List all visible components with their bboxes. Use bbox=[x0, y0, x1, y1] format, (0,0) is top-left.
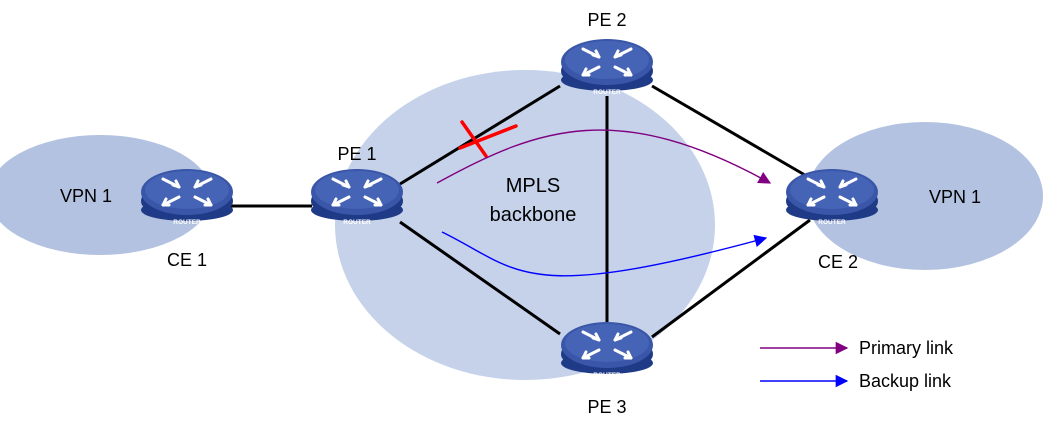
router-icon bbox=[559, 320, 655, 376]
backbone-label-line1: MPLS bbox=[506, 175, 560, 197]
vpn-cloud-left bbox=[0, 135, 212, 255]
vpn-label-right: VPN 1 bbox=[929, 187, 981, 207]
router-icon bbox=[139, 167, 235, 223]
router-pe3[interactable]: ROUTER bbox=[559, 320, 655, 379]
router-label-ce2: CE 2 bbox=[818, 252, 858, 272]
vpn-label-left: VPN 1 bbox=[60, 186, 112, 206]
router-badge: ROUTER bbox=[173, 219, 201, 226]
router-ce2[interactable]: ROUTER bbox=[784, 167, 880, 226]
router-icon bbox=[309, 167, 405, 223]
router-icon bbox=[784, 167, 880, 223]
link-pe3-ce2 bbox=[651, 218, 811, 339]
router-ce1[interactable]: ROUTER bbox=[139, 167, 235, 226]
router-label-ce1: CE 1 bbox=[167, 250, 207, 270]
legend-backup-label: Backup link bbox=[859, 371, 952, 391]
router-badge: ROUTER bbox=[343, 219, 371, 226]
router-label-pe1: PE 1 bbox=[337, 144, 376, 164]
legend: Primary link Backup link bbox=[760, 338, 954, 391]
backup-path bbox=[441, 231, 768, 277]
router-pe2[interactable]: ROUTER bbox=[559, 37, 655, 96]
legend-primary-label: Primary link bbox=[859, 338, 954, 358]
router-badge: ROUTER bbox=[593, 372, 621, 379]
router-icon bbox=[559, 37, 655, 93]
router-badge: ROUTER bbox=[593, 89, 621, 96]
router-badge: ROUTER bbox=[818, 219, 846, 226]
link-pe1-pe2 bbox=[399, 84, 561, 186]
primary-path bbox=[436, 129, 772, 184]
link-pe2-ce2 bbox=[651, 84, 811, 180]
link-pe1-pe3 bbox=[399, 220, 561, 336]
router-pe1[interactable]: ROUTER bbox=[309, 167, 405, 226]
backbone-label-line2: backbone bbox=[490, 204, 577, 226]
link-failure-mark bbox=[458, 120, 518, 158]
vpn-cloud-right bbox=[807, 122, 1043, 270]
router-label-pe2: PE 2 bbox=[587, 10, 626, 30]
mpls-backbone-cloud bbox=[335, 70, 715, 380]
router-label-pe3: PE 3 bbox=[587, 397, 626, 417]
links bbox=[230, 84, 811, 339]
